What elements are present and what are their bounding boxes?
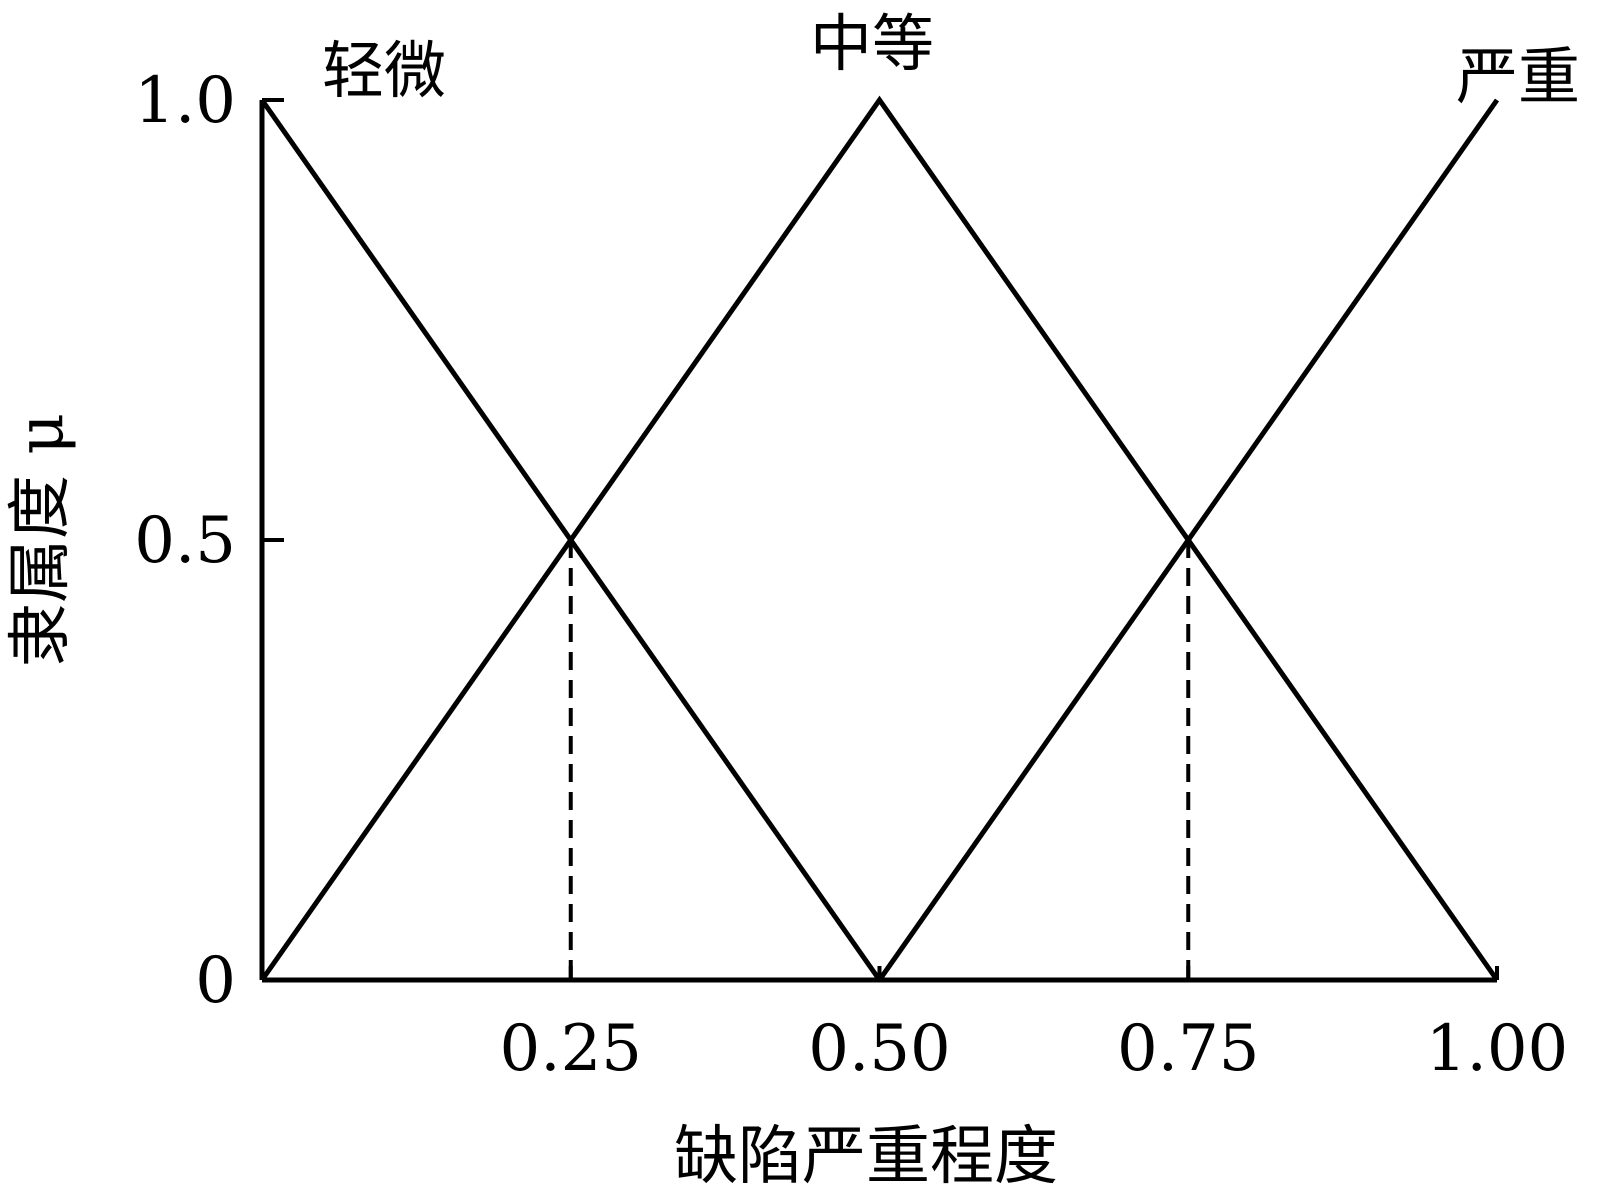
series-line-1	[259, 95, 1500, 982]
x-axis-title: 缺陷严重程度	[674, 1120, 1058, 1194]
y-axis-title: 隶属度 μ	[4, 413, 78, 667]
x-tick-label-2: 0.75	[1117, 1012, 1260, 1086]
y-tick-label-2: 1.0	[134, 64, 236, 138]
axes	[259, 100, 1497, 983]
y-tick-label-1: 0.5	[134, 504, 236, 578]
x-tick-label-0: 0.25	[500, 1012, 643, 1086]
guide-lines	[568, 540, 1191, 980]
x-tick-label-3: 1.00	[1426, 1012, 1569, 1086]
series-label-light: 轻微	[322, 34, 446, 107]
ticks: 0 0.5 1.0 0.25 0.50 0.75 1.00	[134, 64, 1568, 1086]
series-label-medium: 中等	[810, 7, 934, 80]
series-label-severe: 严重	[1456, 40, 1580, 113]
series-labels: 轻微 中等 严重	[322, 7, 1580, 113]
y-tick-label-0: 0	[195, 944, 236, 1018]
series-line-2	[877, 98, 1500, 982]
series-lines	[259, 95, 1500, 982]
x-tick-label-1: 0.50	[808, 1012, 951, 1086]
